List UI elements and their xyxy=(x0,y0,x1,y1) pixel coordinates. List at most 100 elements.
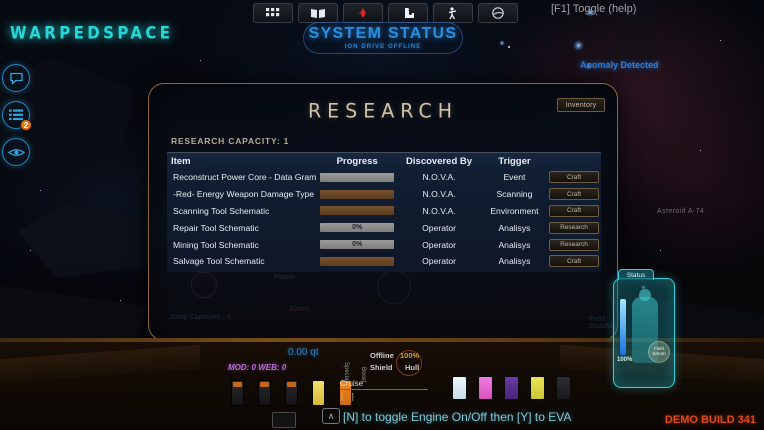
row-progress xyxy=(318,172,396,182)
top-toolbar xyxy=(253,3,518,23)
row-discovered-by: Operator xyxy=(422,222,457,233)
row-trigger: Analisys xyxy=(498,222,531,233)
toolbar-navigation-button[interactable] xyxy=(478,3,518,23)
table-row[interactable]: Repair Tool Schematic 0% Operator Analis… xyxy=(167,219,601,236)
row-discovered-by: Operator xyxy=(422,239,457,250)
sidebar-item-comms[interactable] xyxy=(2,64,30,92)
row-action-button[interactable]: Craft xyxy=(549,171,599,184)
sidebar-item-missions[interactable]: 2 xyxy=(2,101,32,131)
inventory-button[interactable]: Inventory xyxy=(557,98,605,112)
puzzle-icon xyxy=(404,8,414,18)
toolbar-modules-button[interactable] xyxy=(388,3,428,23)
field-serum-badge[interactable]: Field Serum xyxy=(648,341,670,363)
row-item-name: Scanning Tool Schematic xyxy=(173,205,270,216)
column-header-item: Item xyxy=(171,155,191,167)
item-slot[interactable] xyxy=(530,376,545,400)
bleed-power-label: Power xyxy=(274,274,296,281)
chat-icon xyxy=(9,72,23,84)
row-action-button[interactable]: Research xyxy=(549,221,599,234)
list-icon xyxy=(8,109,23,121)
row-action-button[interactable]: Craft xyxy=(549,255,599,268)
row-trigger: Analisys xyxy=(498,239,531,250)
table-header: Item Progress Discovered By Trigger xyxy=(167,153,601,169)
row-progress xyxy=(318,206,396,216)
up-arrow-key[interactable]: ∧ xyxy=(322,408,340,424)
system-status-title: SYSTEM STATUS xyxy=(308,25,458,42)
cruise-rule xyxy=(340,389,428,390)
row-progress: 0% xyxy=(318,223,396,233)
book-icon xyxy=(311,8,325,18)
row-trigger: Scanning xyxy=(496,189,533,200)
row-progress xyxy=(318,256,396,266)
mod-web-readout: MOD: 0 WEB: 0 xyxy=(228,363,287,372)
table-row[interactable]: Mining Tool Schematic 0% Operator Analis… xyxy=(167,236,601,253)
bleed-field-stability: Field Stability xyxy=(589,316,617,330)
row-trigger: Analisys xyxy=(498,256,531,267)
row-action-button[interactable]: Craft xyxy=(549,188,599,201)
eye-icon xyxy=(7,148,25,156)
grid-icon xyxy=(266,8,280,17)
help-hint: [F1] Toggle (help) xyxy=(551,3,637,15)
row-progress xyxy=(318,189,396,199)
hull-ring xyxy=(396,350,422,376)
table-row[interactable]: -Red- Energy Weapon Damage Type N.O.V.A.… xyxy=(167,186,601,203)
weapon-slot[interactable] xyxy=(258,380,271,406)
engine-key-hint: [N] to toggle Engine On/Off then [Y] to … xyxy=(343,410,572,424)
table-row[interactable]: Scanning Tool Schematic N.O.V.A. Environ… xyxy=(167,203,601,220)
dashboard-key-slot[interactable] xyxy=(272,412,296,428)
cruise-label: Cruise xyxy=(340,379,364,388)
item-slot[interactable] xyxy=(556,376,571,400)
weapon-slot[interactable] xyxy=(339,380,352,406)
row-trigger: Event xyxy=(503,172,526,183)
game-logo: WARPEDSPACE xyxy=(10,22,174,44)
toolbar-marker-button[interactable] xyxy=(343,3,383,23)
toolbar-character-button[interactable] xyxy=(433,3,473,23)
research-capacity-label: RESEARCH CAPACITY: 1 xyxy=(171,136,290,146)
status-panel-frame: 100% Field Serum xyxy=(613,278,675,388)
row-discovered-by: N.O.V.A. xyxy=(422,172,456,183)
row-action-button[interactable]: Research xyxy=(549,238,599,251)
weapon-slot[interactable] xyxy=(312,380,325,406)
column-header-trigger: Trigger xyxy=(498,155,531,167)
toolbar-log-button[interactable] xyxy=(298,3,338,23)
panel-background-bleed: Power 100% Jump Capsules : 0 Alarm Field… xyxy=(149,270,617,340)
character-icon xyxy=(448,6,457,19)
row-discovered-by: N.O.V.A. xyxy=(422,189,456,200)
asteroid-label: Asteroid A-74 xyxy=(657,208,705,215)
table-row[interactable]: Salvage Tool Schematic Operator Analisys… xyxy=(167,253,601,270)
cruise-brackets: [ ] xyxy=(341,392,357,401)
sidebar-item-scan[interactable] xyxy=(2,138,30,166)
progress-bar xyxy=(320,206,395,216)
demo-build-label: DEMO BUILD 341 xyxy=(664,414,756,426)
item-slot[interactable] xyxy=(478,376,493,400)
missions-badge: 2 xyxy=(20,119,32,131)
row-trigger: Environment xyxy=(490,205,539,216)
left-sidebar: 2 xyxy=(2,64,32,166)
row-item-name: Reconstruct Power Core - Data Gram xyxy=(173,172,317,183)
system-status-subtitle: ION DRIVE OFFLINE xyxy=(344,44,422,50)
status-panel[interactable]: 100% Field Serum Status xyxy=(613,269,675,388)
badge-line-1: Field xyxy=(654,346,664,352)
row-discovered-by: Operator xyxy=(422,256,457,267)
table-row[interactable]: Reconstruct Power Core - Data Gram N.O.V… xyxy=(167,169,601,186)
weapon-slot[interactable] xyxy=(285,380,298,406)
row-item-name: Salvage Tool Schematic xyxy=(173,256,265,267)
item-slot[interactable] xyxy=(504,376,519,400)
progress-bar xyxy=(320,189,395,199)
row-action-button[interactable]: Craft xyxy=(549,204,599,217)
shield-label: Shield xyxy=(370,363,393,372)
progress-bar: 0% xyxy=(320,240,395,250)
toolbar-grid-button[interactable] xyxy=(253,3,293,23)
status-panel-tab[interactable]: Status xyxy=(618,269,654,280)
quantity-readout: 0.00 qt xyxy=(288,347,319,358)
progress-bar xyxy=(320,172,395,182)
marker-icon xyxy=(358,8,366,18)
special-label: Special xyxy=(343,362,349,382)
research-panel: Power 100% Jump Capsules : 0 Alarm Field… xyxy=(148,83,618,341)
weapon-slot[interactable] xyxy=(231,380,244,406)
item-slot[interactable] xyxy=(452,376,467,400)
boost-label: Boost xyxy=(360,366,366,382)
table-top-rule xyxy=(167,152,601,153)
